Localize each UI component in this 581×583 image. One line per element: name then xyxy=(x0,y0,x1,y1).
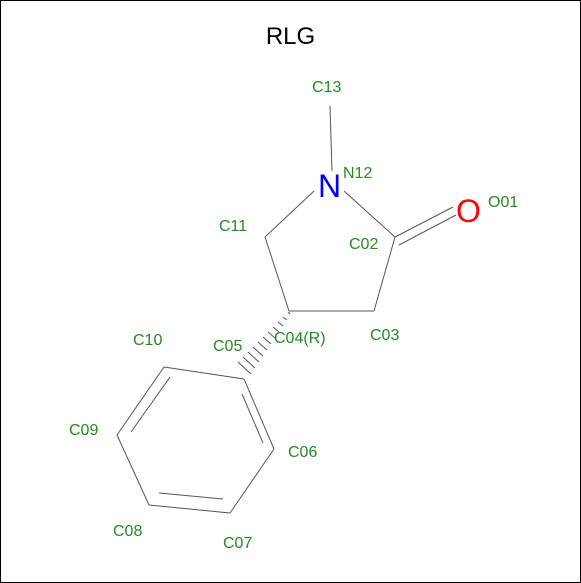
atom-symbol-o01: O xyxy=(456,193,481,229)
atom-label-c09: C09 xyxy=(69,422,98,439)
atom-label-c02: C02 xyxy=(349,236,378,253)
bond-c02-o01-a xyxy=(394,206,454,238)
atom-label-c04: C04(R) xyxy=(274,330,326,347)
bond-n12-c11 xyxy=(264,190,315,238)
bond-c13-n12 xyxy=(329,105,333,172)
atom-label-c11: C11 xyxy=(219,218,247,235)
atom-label-c05: C05 xyxy=(213,338,242,355)
atom-symbol-n12: N xyxy=(318,168,341,204)
bond-c09-c10-inner xyxy=(130,376,171,433)
bond-c08-c09 xyxy=(116,434,150,506)
bond-c04-c05-hashed-wedge xyxy=(237,311,291,375)
atom-label-c10: C10 xyxy=(133,332,162,349)
bond-c04-c11 xyxy=(264,236,290,312)
atom-labels: N O C13 N12 O01 C11 C02 C03 C04(R) C05 C… xyxy=(69,79,518,552)
bond-c02-o01-b xyxy=(398,214,457,246)
atom-label-o01: O01 xyxy=(488,194,518,211)
bond-c02-c03 xyxy=(373,236,396,312)
bond-c07-c08 xyxy=(148,504,231,514)
atom-label-c13: C13 xyxy=(312,79,341,96)
bond-n12-c02 xyxy=(343,190,396,238)
diagram-title: RLG xyxy=(265,23,316,50)
bond-c05-c06-inner xyxy=(241,393,264,444)
bond-c09-c10 xyxy=(116,366,165,436)
atom-label-n12: N12 xyxy=(343,165,372,182)
bond-c06-c07 xyxy=(229,448,275,514)
bond-c10-c05 xyxy=(163,366,245,380)
atom-label-c07: C07 xyxy=(223,535,252,552)
atom-label-c03: C03 xyxy=(370,327,399,344)
bond-c07-c08-inner xyxy=(158,492,224,500)
bond-c05-c06 xyxy=(243,378,275,450)
atom-label-c08: C08 xyxy=(113,523,142,540)
atom-label-c06: C06 xyxy=(288,444,317,461)
bonds xyxy=(116,105,457,514)
